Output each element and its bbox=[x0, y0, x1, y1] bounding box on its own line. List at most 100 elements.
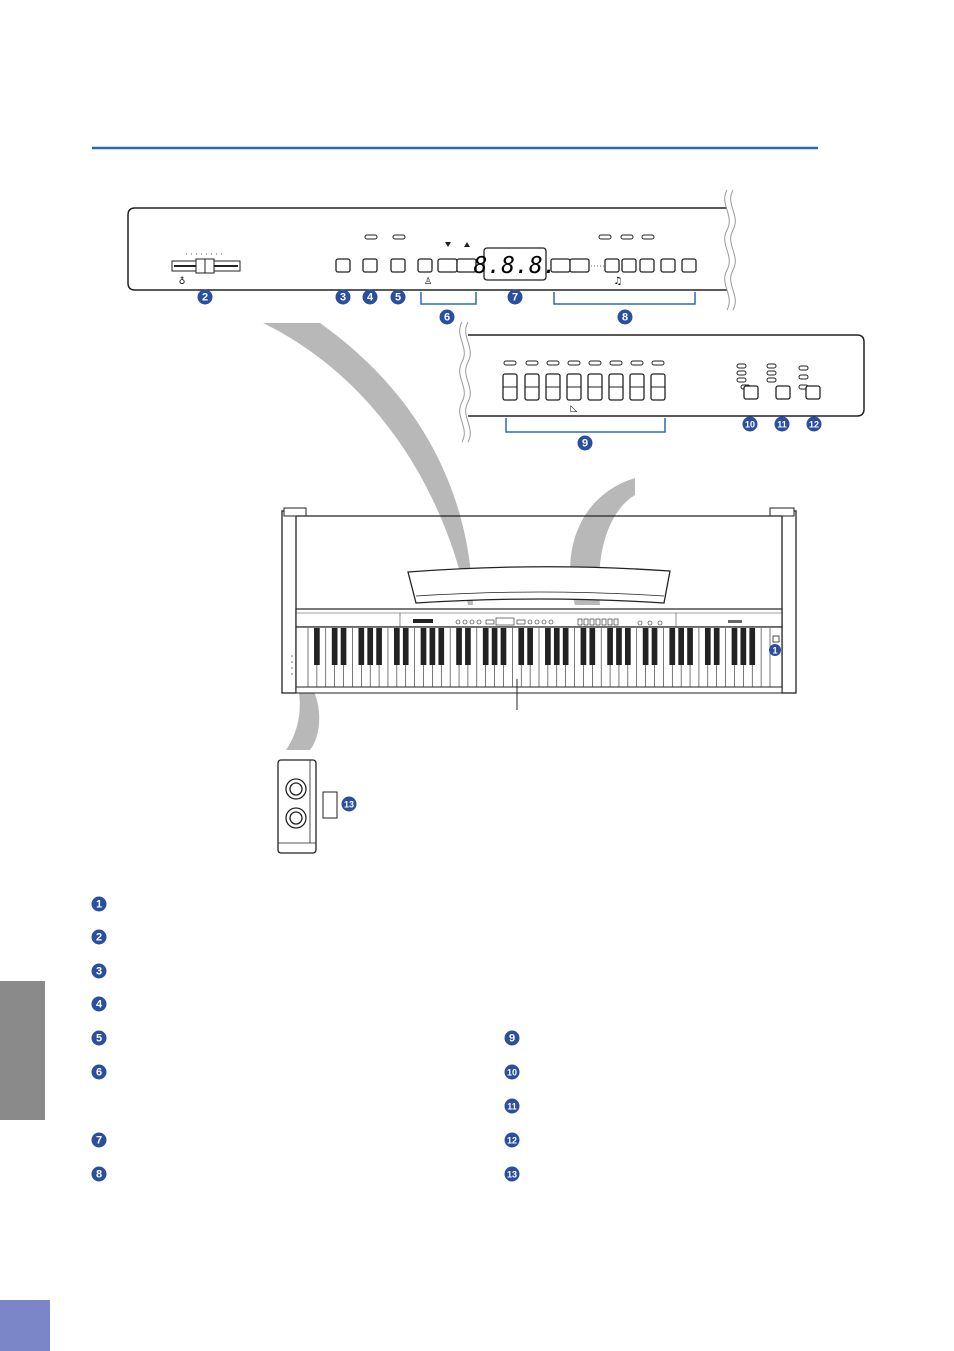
black-key bbox=[402, 628, 409, 665]
callout-7: 7 bbox=[507, 289, 523, 305]
led-indicator bbox=[620, 234, 634, 240]
svg-text:12: 12 bbox=[809, 420, 819, 430]
tempo-down-button[interactable] bbox=[437, 258, 458, 273]
callout-10: 10 bbox=[742, 416, 758, 432]
bracket-8 bbox=[553, 292, 696, 305]
black-key bbox=[518, 628, 525, 665]
black-key bbox=[482, 628, 489, 665]
black-key bbox=[491, 628, 498, 665]
black-key bbox=[376, 628, 382, 665]
metronome-icon: ♙ bbox=[424, 277, 432, 287]
page-tab bbox=[0, 1300, 50, 1351]
svg-text:2: 2 bbox=[96, 932, 102, 944]
headphone-jack-1[interactable] bbox=[285, 778, 307, 800]
swoosh-left bbox=[263, 323, 473, 605]
song-button[interactable] bbox=[639, 258, 655, 273]
black-key bbox=[465, 628, 471, 665]
voice-symbol-icon: ◺ bbox=[571, 404, 578, 414]
legend-number-13: 13 bbox=[504, 1166, 520, 1182]
voice-panel: ◺ bbox=[459, 321, 865, 443]
master-volume-slider[interactable] bbox=[171, 253, 241, 274]
black-key bbox=[740, 628, 747, 665]
song-button[interactable] bbox=[604, 258, 620, 273]
svg-text:12: 12 bbox=[507, 1136, 517, 1146]
legend-number-1: 1 bbox=[91, 896, 107, 912]
legend-number-7: 7 bbox=[91, 1132, 107, 1148]
voice-leds bbox=[503, 360, 665, 366]
callout-13: 13 bbox=[341, 796, 357, 812]
svg-text:13: 13 bbox=[507, 1170, 517, 1180]
svg-text:3: 3 bbox=[340, 292, 346, 304]
legend-number-2: 2 bbox=[91, 929, 107, 945]
led-display bbox=[483, 247, 547, 281]
led-indicator bbox=[392, 234, 406, 240]
tempo-up-button[interactable] bbox=[456, 258, 477, 273]
button-10[interactable] bbox=[743, 385, 759, 400]
svg-text:7: 7 bbox=[96, 1135, 102, 1147]
black-key bbox=[456, 628, 462, 665]
svg-text:8: 8 bbox=[96, 1169, 102, 1181]
song-button[interactable] bbox=[660, 258, 676, 273]
black-key bbox=[589, 628, 596, 665]
button-11[interactable] bbox=[775, 385, 791, 400]
song-button[interactable] bbox=[681, 258, 697, 273]
led-indicator bbox=[364, 234, 378, 240]
svg-text:9: 9 bbox=[509, 1033, 515, 1045]
svg-text:1: 1 bbox=[96, 899, 102, 911]
song-button[interactable] bbox=[621, 258, 637, 273]
svg-text:6: 6 bbox=[96, 1067, 102, 1079]
black-key bbox=[340, 628, 347, 665]
button-12[interactable] bbox=[805, 385, 821, 400]
power-switch[interactable] bbox=[772, 635, 780, 643]
svg-text:1: 1 bbox=[772, 646, 777, 656]
panel-button-5[interactable] bbox=[390, 258, 406, 273]
side-chapter-tab bbox=[0, 981, 45, 1120]
svg-text:4: 4 bbox=[367, 292, 374, 304]
led-stack-11 bbox=[766, 363, 777, 383]
svg-text:10: 10 bbox=[745, 420, 755, 430]
song-button-wide[interactable] bbox=[550, 258, 571, 273]
piano-panel-strip bbox=[295, 608, 783, 628]
callout-8: 8 bbox=[617, 309, 633, 325]
black-key bbox=[704, 628, 711, 665]
callout-9: 9 bbox=[577, 435, 593, 451]
legend-number-12: 12 bbox=[504, 1132, 520, 1148]
callout-1: 1 bbox=[769, 644, 781, 656]
black-key bbox=[642, 628, 649, 665]
svg-text:5: 5 bbox=[96, 1033, 102, 1045]
callout-5: 5 bbox=[390, 289, 406, 305]
black-key bbox=[687, 628, 693, 665]
bracket-6 bbox=[420, 292, 477, 305]
legend-number-3: 3 bbox=[91, 963, 107, 979]
legend-number-6: 6 bbox=[91, 1064, 107, 1080]
svg-text:5: 5 bbox=[395, 292, 401, 304]
tempo-down-arrow-icon bbox=[445, 242, 451, 247]
black-key bbox=[749, 628, 756, 665]
panel-button-3[interactable] bbox=[335, 258, 351, 273]
metronome-button[interactable] bbox=[417, 258, 433, 273]
svg-text:2: 2 bbox=[202, 292, 208, 304]
black-key bbox=[429, 628, 436, 665]
song-button-wide[interactable] bbox=[569, 258, 590, 273]
led-stack-12 bbox=[798, 365, 809, 390]
black-key bbox=[527, 628, 533, 665]
callout-6: 6 bbox=[439, 309, 455, 325]
svg-text:4: 4 bbox=[96, 999, 103, 1011]
swoosh-jack bbox=[286, 688, 320, 750]
page-number bbox=[0, 1300, 50, 1351]
black-key bbox=[394, 628, 400, 665]
legend-number-9: 9 bbox=[504, 1030, 520, 1046]
led-indicator bbox=[641, 234, 655, 240]
volume-symbol-icon: ♁ bbox=[179, 276, 186, 287]
callout-2: 2 bbox=[197, 289, 213, 305]
svg-text:10: 10 bbox=[507, 1068, 517, 1078]
piano-illustration bbox=[281, 507, 797, 710]
svg-text:7: 7 bbox=[512, 292, 518, 304]
svg-text:13: 13 bbox=[344, 800, 354, 810]
panel-button-4[interactable] bbox=[362, 258, 378, 273]
headphone-jack-2[interactable] bbox=[285, 807, 307, 829]
legend-number-5: 5 bbox=[91, 1030, 107, 1046]
svg-text:6: 6 bbox=[444, 312, 450, 324]
svg-text:3: 3 bbox=[96, 966, 102, 978]
